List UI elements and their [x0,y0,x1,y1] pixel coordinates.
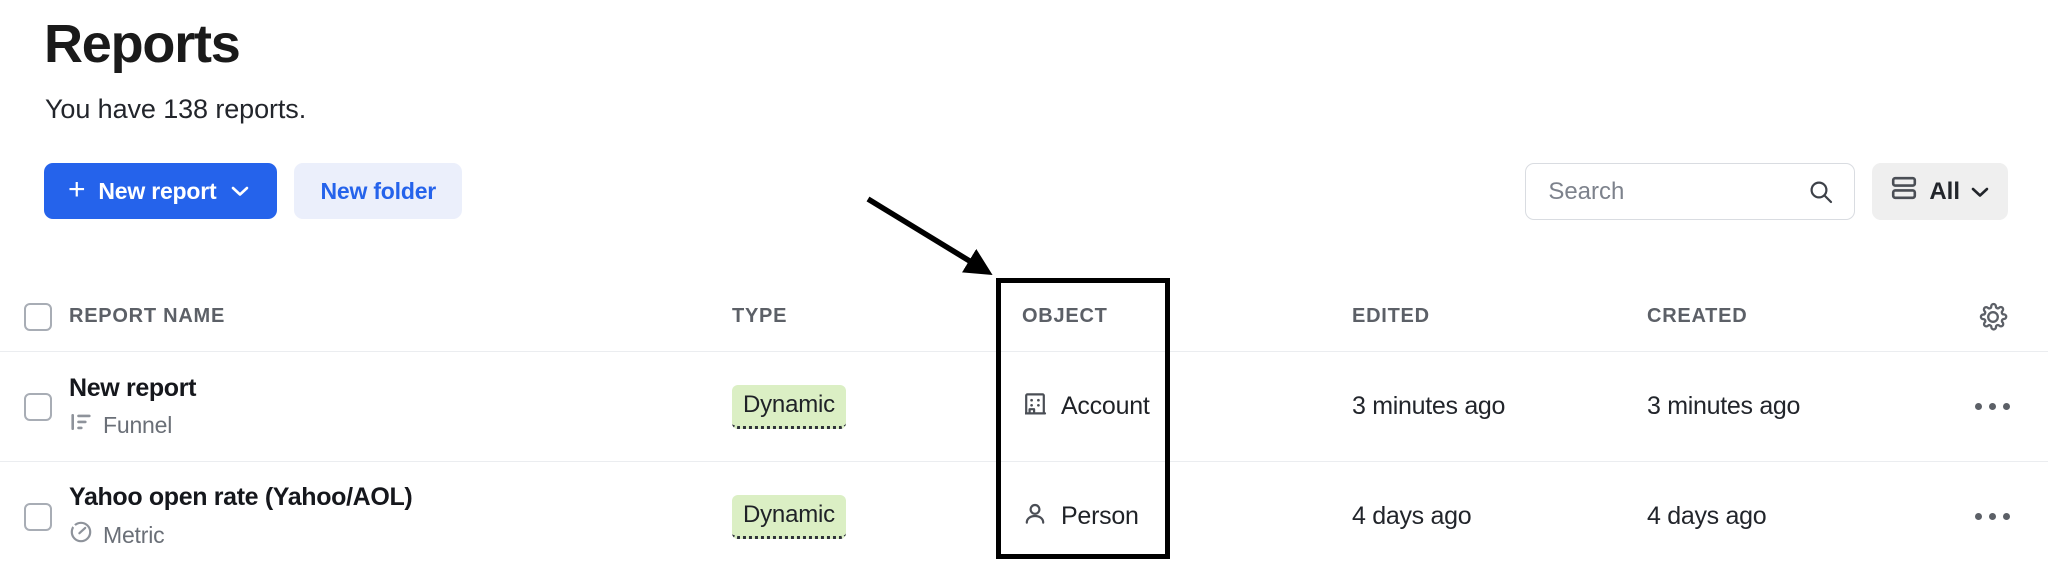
created-time: 4 days ago [1647,502,1767,530]
report-subtype: Metric [69,520,732,550]
column-header-object[interactable]: OBJECT [1022,305,1108,327]
new-folder-button[interactable]: New folder [294,163,463,219]
created-time: 3 minutes ago [1647,392,1801,420]
new-report-label: New report [98,177,217,204]
search-box[interactable] [1525,163,1856,220]
ellipsis-icon[interactable] [1975,403,2010,410]
filter-label: All [1929,177,1960,205]
row-select-cell [0,392,52,421]
report-edited-cell: 3 minutes ago [1352,392,1647,421]
plus-icon: + [68,173,86,206]
table-header-row: REPORT NAME TYPE OBJECT EDITED CREATED [0,282,2048,352]
table-row[interactable]: Yahoo open rate (Yahoo/AOL) Metric Dynam… [0,462,2048,562]
table-row[interactable]: New report Funnel Dynamic [0,352,2048,462]
column-header-type[interactable]: TYPE [732,305,788,327]
report-name-cell[interactable]: Yahoo open rate (Yahoo/AOL) Metric [52,483,732,551]
search-and-filter: All [1525,163,2008,220]
column-header-report-name[interactable]: REPORT NAME [69,305,226,327]
filter-all-button[interactable]: All [1872,163,2008,220]
report-created-cell: 3 minutes ago [1647,392,1967,421]
report-name: New report [69,373,197,402]
report-object-cell: Account [1022,391,1352,422]
report-type-cell: Dynamic [732,384,1022,429]
report-edited-cell: 4 days ago [1352,502,1647,531]
row-select-cell [0,502,52,531]
select-all-cell [0,302,52,331]
chevron-down-icon [1971,186,1989,198]
gauge-icon [69,520,93,550]
row-menu-cell [1967,403,2048,410]
page-title: Reports [44,14,241,74]
search-input[interactable] [1526,164,1855,219]
report-type-cell: Dynamic [732,494,1022,539]
report-subtype-label: Metric [103,521,165,548]
column-header-created[interactable]: CREATED [1647,305,1748,327]
edited-time: 3 minutes ago [1352,392,1506,420]
select-all-checkbox[interactable] [24,302,52,331]
row-checkbox[interactable] [24,502,52,531]
person-icon [1022,501,1048,532]
object-label: Person [1061,502,1139,530]
row-checkbox[interactable] [24,392,52,421]
rows-icon [1891,176,1917,207]
report-name: Yahoo open rate (Yahoo/AOL) [69,482,413,511]
reports-table: REPORT NAME TYPE OBJECT EDITED CREATED N… [0,282,2048,562]
report-subtype-label: Funnel [103,411,173,438]
report-subtype: Funnel [69,411,732,439]
column-header-edited[interactable]: EDITED [1352,305,1430,327]
type-badge[interactable]: Dynamic [732,384,846,429]
chevron-down-icon [231,185,249,197]
gear-icon[interactable] [1978,302,2008,332]
report-count-subtitle: You have 138 reports. [45,94,307,124]
edited-time: 4 days ago [1352,502,1472,530]
primary-actions: + New report New folder [44,163,463,219]
new-report-button[interactable]: + New report [44,163,278,219]
object-label: Account [1061,392,1150,420]
report-created-cell: 4 days ago [1647,502,1967,531]
report-object-cell: Person [1022,501,1352,532]
report-name-cell[interactable]: New report Funnel [52,374,732,440]
funnel-icon [69,411,93,439]
type-badge[interactable]: Dynamic [732,494,846,539]
building-icon [1022,391,1048,422]
column-settings-cell [1967,302,2048,332]
ellipsis-icon[interactable] [1975,513,2010,520]
row-menu-cell [1967,513,2048,520]
